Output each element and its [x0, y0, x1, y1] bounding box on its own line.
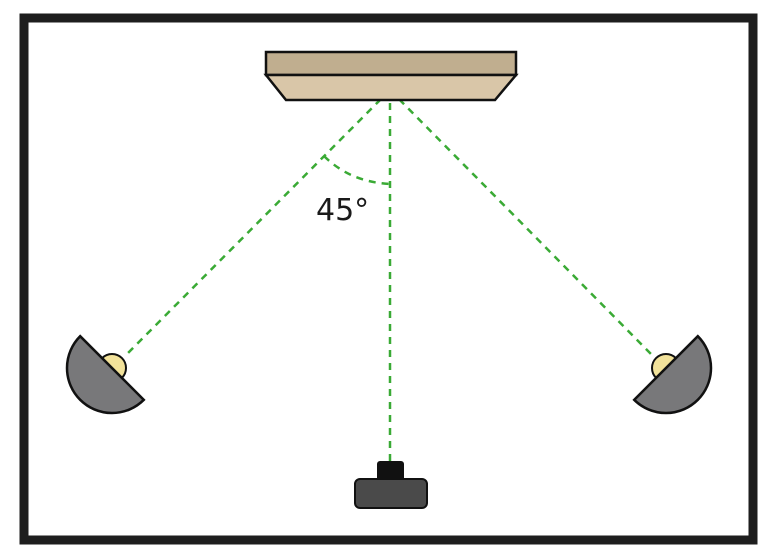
speaker-cone-icon — [651, 353, 678, 380]
speaker-cone-icon — [100, 353, 127, 380]
angle-arc — [323, 155, 391, 186]
sightline-left — [125, 89, 391, 356]
listener-base — [354, 478, 428, 509]
left-speaker — [65, 334, 146, 415]
speaker-body — [632, 334, 713, 415]
speaker-body — [65, 334, 146, 415]
sightline-right — [389, 89, 653, 356]
listener-head — [377, 461, 404, 483]
listener-chair — [354, 461, 428, 509]
display-monitor — [263, 50, 519, 102]
right-speaker — [632, 334, 713, 415]
monitor-top — [264, 50, 518, 77]
sightlines — [125, 89, 653, 465]
angle-label: 45° — [316, 193, 369, 228]
room-frame — [19, 13, 758, 545]
monitor-front — [263, 73, 519, 102]
